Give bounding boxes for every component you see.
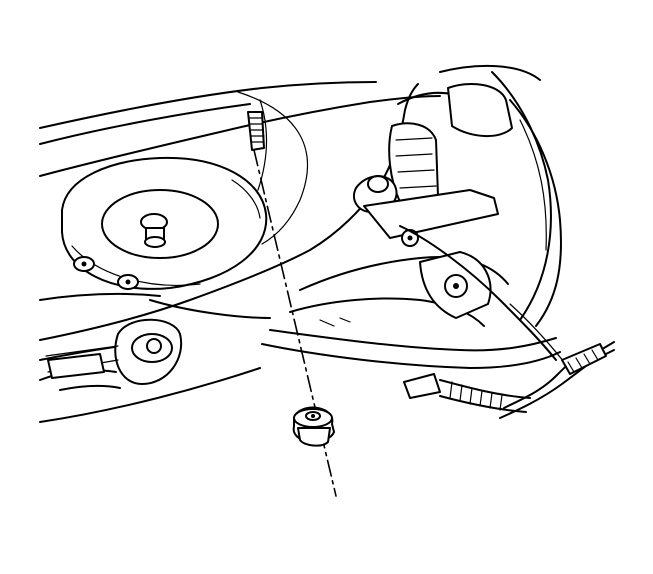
- floor-mount-nut-right-icon: [117, 274, 139, 290]
- rear-crossmember: [39, 292, 271, 391]
- floor-mount-nut-left-icon: [73, 256, 95, 272]
- cable-icon: [399, 225, 615, 419]
- underbody-floor-pan: [39, 81, 441, 423]
- spare-tire-nut-icon: [140, 213, 168, 248]
- exhaust-pipe: [403, 373, 531, 413]
- lower-control-arm: [261, 251, 561, 369]
- nut-icon: [292, 406, 335, 447]
- mounting-stud-icon: [247, 111, 265, 151]
- right-frame-rail: [397, 64, 562, 327]
- suspension-bracket-icon: [353, 122, 499, 247]
